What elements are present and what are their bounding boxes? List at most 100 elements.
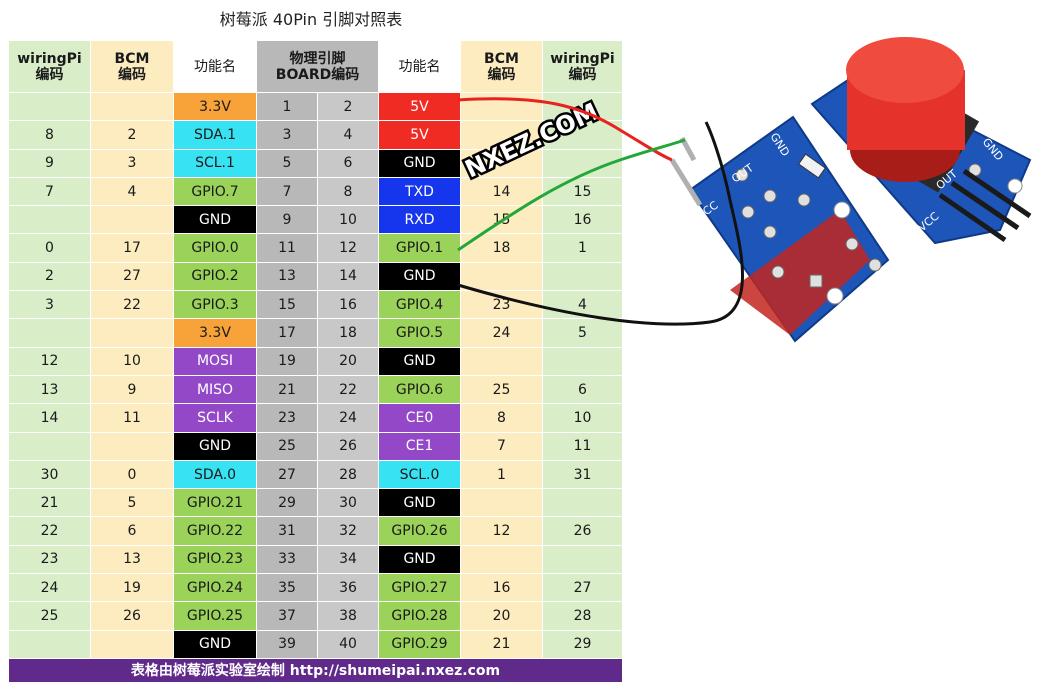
function-cell: CE1 xyxy=(378,431,461,461)
mounting-hole xyxy=(833,201,851,219)
function-cell: 5V xyxy=(378,120,461,150)
wiringpi-cell xyxy=(542,544,623,575)
bcm-cell xyxy=(90,431,174,461)
board-pin-cell: 38 xyxy=(317,601,379,631)
wiringpi-cell: 29 xyxy=(542,629,623,659)
function-cell: MOSI xyxy=(173,346,257,376)
bcm-cell xyxy=(460,91,543,122)
bcm-cell: 9 xyxy=(90,374,174,405)
bcm-cell: 0 xyxy=(90,459,174,490)
bcm-cell: 19 xyxy=(90,573,174,603)
footer-credit: 表格由树莓派实验室绘制 http://shumeipai.nxez.com xyxy=(8,657,623,683)
bcm-cell: 17 xyxy=(90,233,174,263)
board-pin-cell: 25 xyxy=(256,431,318,461)
board-pin-cell: 6 xyxy=(317,148,379,178)
wiringpi-cell xyxy=(542,148,623,178)
wiringpi-cell xyxy=(542,346,623,376)
wiringpi-cell: 28 xyxy=(542,601,623,631)
function-cell: GPIO.3 xyxy=(173,290,257,320)
wiringpi-cell xyxy=(8,629,91,659)
wiringpi-cell xyxy=(8,431,91,461)
header-function: 功能名 xyxy=(378,40,461,93)
wiringpi-cell: 1 xyxy=(542,233,623,263)
function-cell: GPIO.5 xyxy=(378,318,461,348)
board-pin-cell: 1 xyxy=(256,91,318,122)
bcm-cell: 10 xyxy=(90,346,174,376)
pad-hole xyxy=(771,265,785,279)
wiringpi-cell: 11 xyxy=(542,431,623,461)
header-pin xyxy=(950,180,1020,231)
wiringpi-cell: 5 xyxy=(542,318,623,348)
function-cell: SCL.1 xyxy=(173,148,257,178)
function-cell: 3.3V xyxy=(173,318,257,348)
bcm-cell xyxy=(90,91,174,122)
board-pin-cell: 30 xyxy=(317,488,379,518)
wiringpi-cell: 2 xyxy=(8,261,91,292)
pad-hole xyxy=(868,258,882,272)
board-pin-cell: 28 xyxy=(317,459,379,490)
pad-hole xyxy=(741,205,755,219)
function-cell: MISO xyxy=(173,374,257,405)
function-cell: GPIO.1 xyxy=(378,233,461,263)
button-module-side: GND OUT VCC xyxy=(810,37,1032,245)
function-cell: GND xyxy=(378,488,461,518)
bcm-cell xyxy=(90,318,174,348)
board-pin-cell: 23 xyxy=(256,403,318,433)
wiringpi-cell: 13 xyxy=(8,374,91,405)
mounting-hole xyxy=(1007,178,1023,194)
board-pin-cell: 39 xyxy=(256,629,318,659)
board-pin-cell: 34 xyxy=(317,544,379,575)
bcm-cell xyxy=(460,120,543,150)
function-cell: GPIO.2 xyxy=(173,261,257,292)
wiringpi-cell: 16 xyxy=(542,205,623,235)
board-pin-cell: 33 xyxy=(256,544,318,575)
wiringpi-cell: 31 xyxy=(542,459,623,490)
function-cell: 3.3V xyxy=(173,91,257,122)
function-cell: SDA.1 xyxy=(173,120,257,150)
header-pin xyxy=(669,158,703,207)
bcm-cell: 8 xyxy=(460,403,543,433)
board-pin-cell: 21 xyxy=(256,374,318,405)
wiringpi-cell: 24 xyxy=(8,573,91,603)
wiringpi-cell: 7 xyxy=(8,176,91,207)
wiringpi-cell xyxy=(542,91,623,122)
wiringpi-cell: 3 xyxy=(8,290,91,320)
function-cell: GPIO.22 xyxy=(173,516,257,546)
wiringpi-cell: 15 xyxy=(542,176,623,207)
board-pin-cell: 18 xyxy=(317,318,379,348)
function-cell: GPIO.28 xyxy=(378,601,461,631)
function-cell: GPIO.26 xyxy=(378,516,461,546)
wiringpi-cell: 6 xyxy=(542,374,623,405)
bcm-cell: 13 xyxy=(90,544,174,575)
pad-hole xyxy=(735,168,749,182)
wiringpi-cell: 23 xyxy=(8,544,91,575)
board-pin-cell: 7 xyxy=(256,176,318,207)
function-cell: GPIO.6 xyxy=(378,374,461,405)
board-pin-cell: 36 xyxy=(317,573,379,603)
bcm-cell: 27 xyxy=(90,261,174,292)
board-pin-cell: 15 xyxy=(256,290,318,320)
function-cell: GND xyxy=(378,261,461,292)
board-pin-cell: 14 xyxy=(317,261,379,292)
board-pin-cell: 40 xyxy=(317,629,379,659)
wiringpi-cell: 26 xyxy=(542,516,623,546)
pad-hole xyxy=(763,189,777,203)
bcm-cell: 1 xyxy=(460,459,543,490)
